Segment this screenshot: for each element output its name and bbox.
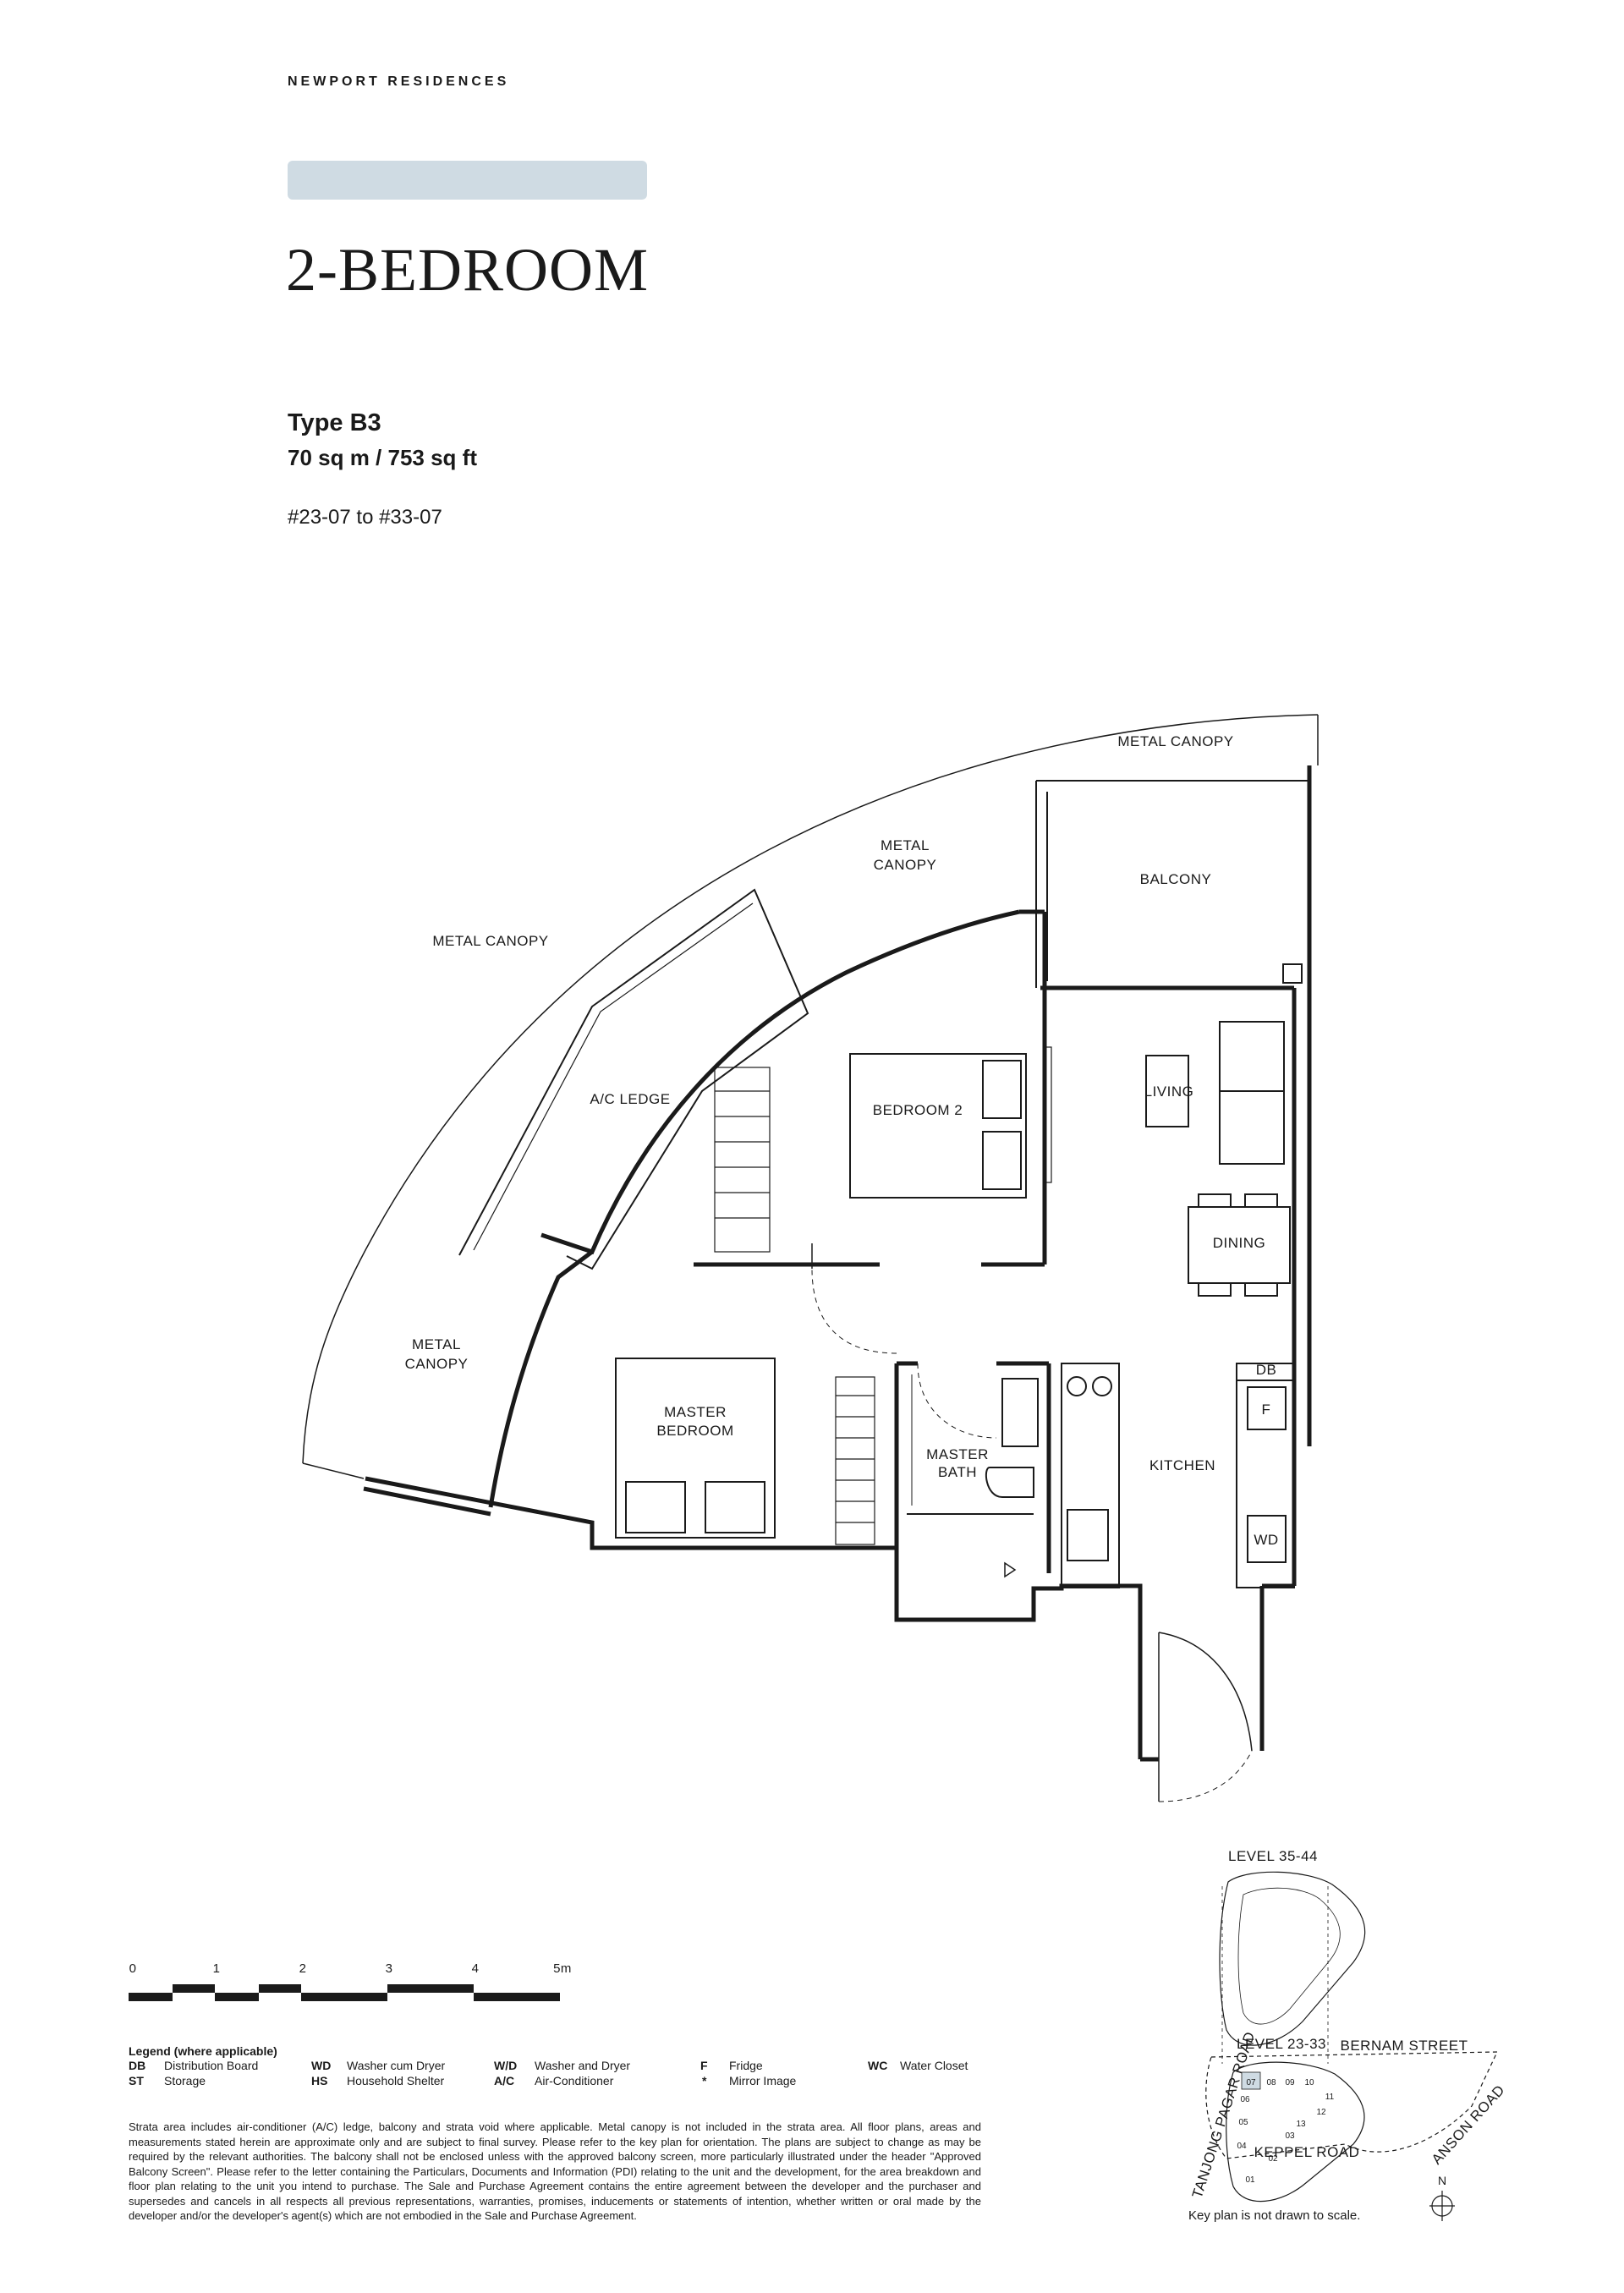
keyplan-unit-02: 02: [1268, 2154, 1278, 2164]
keyplan-unit-04: 04: [1237, 2142, 1247, 2151]
label-metal-canopy-top: METAL CANOPY: [1117, 733, 1233, 749]
keyplan-unit-03: 03: [1285, 2131, 1295, 2141]
bedroom2-bed: [849, 1053, 1027, 1199]
legend-code-w-d: W/D: [494, 2059, 518, 2072]
exterior-walls: [363, 765, 1312, 1762]
scale-tick-4: 4: [472, 1961, 480, 1976]
label-balcony: BALCONY: [1140, 871, 1212, 887]
page-title: 2-BEDROOM: [286, 236, 650, 304]
scale-tick-5: 5m: [553, 1961, 572, 1976]
label-db: DB: [1256, 1362, 1277, 1378]
legend-label-w-d: Washer and Dryer: [535, 2059, 631, 2072]
scale-tick-2: 2: [299, 1961, 307, 1976]
keyplan-unit-05: 05: [1238, 2118, 1248, 2127]
label-metal-canopy-bottom-2: CANOPY: [405, 1356, 469, 1372]
label-wd: WD: [1254, 1532, 1278, 1548]
keyplan-unit-07: 07: [1246, 2078, 1256, 2087]
label-metal-canopy-left: METAL CANOPY: [432, 933, 548, 949]
legend-code-st: ST: [129, 2074, 144, 2087]
living-furniture: [1145, 1021, 1291, 1297]
legend-code-hs: HS: [311, 2074, 328, 2087]
door-swings: [811, 1268, 1253, 1802]
north-arrow-icon: N: [1429, 2174, 1455, 2221]
legend-label-f: Fridge: [729, 2059, 763, 2072]
scale-bar: 0 1 2 3 4 5m: [129, 1961, 572, 2001]
key-plan: LEVEL 35-44 LEVEL 23-33 BERNAM STREET TA…: [1189, 1848, 1508, 2221]
keyplan-unit-09: 09: [1285, 2078, 1295, 2087]
legend-code-wc: WC: [868, 2059, 888, 2072]
label-master-bath-2: BATH: [938, 1464, 977, 1480]
legend-label-wc: Water Closet: [900, 2059, 968, 2072]
label-living: LIVING: [1144, 1083, 1194, 1100]
label-fridge: F: [1262, 1402, 1271, 1418]
legend-label-wd: Washer cum Dryer: [347, 2059, 446, 2072]
legend-label-ac: Air-Conditioner: [535, 2074, 614, 2087]
keyplan-unit-08: 08: [1266, 2078, 1276, 2087]
keyplan-unit-06: 06: [1240, 2095, 1250, 2104]
road-bernam-street: BERNAM STREET: [1340, 2038, 1468, 2054]
keyplan-lower-level: LEVEL 23-33: [1237, 2036, 1326, 2052]
legend-label-mirror: Mirror Image: [729, 2074, 797, 2087]
road-anson: ANSON ROAD: [1429, 2082, 1508, 2167]
legend-label-hs: Household Shelter: [347, 2074, 445, 2087]
legend-title: Legend (where applicable): [129, 2044, 277, 2058]
label-ac-ledge: A/C LEDGE: [590, 1091, 670, 1107]
north-label: N: [1438, 2174, 1446, 2187]
kitchen-counters: [1061, 1363, 1295, 1588]
label-metal-canopy-mid-2: CANOPY: [874, 857, 937, 873]
keyplan-unit-10: 10: [1304, 2078, 1314, 2087]
legend-code-ac: A/C: [494, 2074, 515, 2087]
balcony-outline: [1035, 780, 1309, 988]
brand-name: NEWPORT RESIDENCES: [288, 74, 510, 89]
keyplan-unit-13: 13: [1296, 2120, 1306, 2129]
scale-tick-1: 1: [213, 1961, 221, 1976]
master-bed: [615, 1358, 776, 1539]
canopy-outline: [302, 714, 1319, 1464]
disclaimer-text: Strata area includes air-conditioner (A/…: [129, 2120, 981, 2222]
keyplan-unit-highlight: [1241, 2071, 1261, 2090]
legend-code-f: F: [700, 2059, 708, 2072]
label-metal-canopy-mid: METAL: [881, 837, 930, 853]
scale-tick-3: 3: [386, 1961, 393, 1976]
label-master-bath: MASTER: [926, 1446, 989, 1462]
category-tag-bar: [288, 161, 647, 200]
label-master-bedroom-2: BEDROOM: [656, 1423, 733, 1439]
label-dining: DINING: [1213, 1235, 1266, 1251]
road-keppel: KEPPEL ROAD: [1254, 2144, 1360, 2160]
legend: DB Distribution Board ST Storage WD Wash…: [129, 2059, 983, 2093]
keyplan-upper-level: LEVEL 35-44: [1228, 1848, 1318, 1864]
unit-range: #23-07 to #33-07: [288, 506, 442, 529]
unit-area: 70 sq m / 753 sq ft: [288, 445, 477, 470]
legend-code-mirror: *: [702, 2074, 707, 2087]
legend-label-db: Distribution Board: [164, 2059, 259, 2072]
label-kitchen: KITCHEN: [1149, 1457, 1215, 1473]
legend-label-st: Storage: [164, 2074, 206, 2087]
legend-code-wd: WD: [311, 2059, 332, 2072]
keyplan-unit-12: 12: [1316, 2108, 1326, 2117]
label-metal-canopy-bottom: METAL: [412, 1336, 461, 1352]
keyplan-note: Key plan is not drawn to scale.: [1188, 2208, 1361, 2223]
scale-tick-0: 0: [129, 1961, 137, 1976]
bath-fixtures: [907, 1374, 1039, 1578]
label-bedroom-2: BEDROOM 2: [873, 1102, 963, 1118]
legend-code-db: DB: [129, 2059, 146, 2072]
label-master-bedroom: MASTER: [664, 1404, 727, 1420]
unit-type: Type B3: [288, 409, 381, 436]
keyplan-unit-01: 01: [1245, 2175, 1255, 2185]
road-tanjong-pagar: TANJONG PAGAR ROAD: [1189, 2030, 1259, 2201]
keyplan-unit-11: 11: [1325, 2093, 1335, 2102]
